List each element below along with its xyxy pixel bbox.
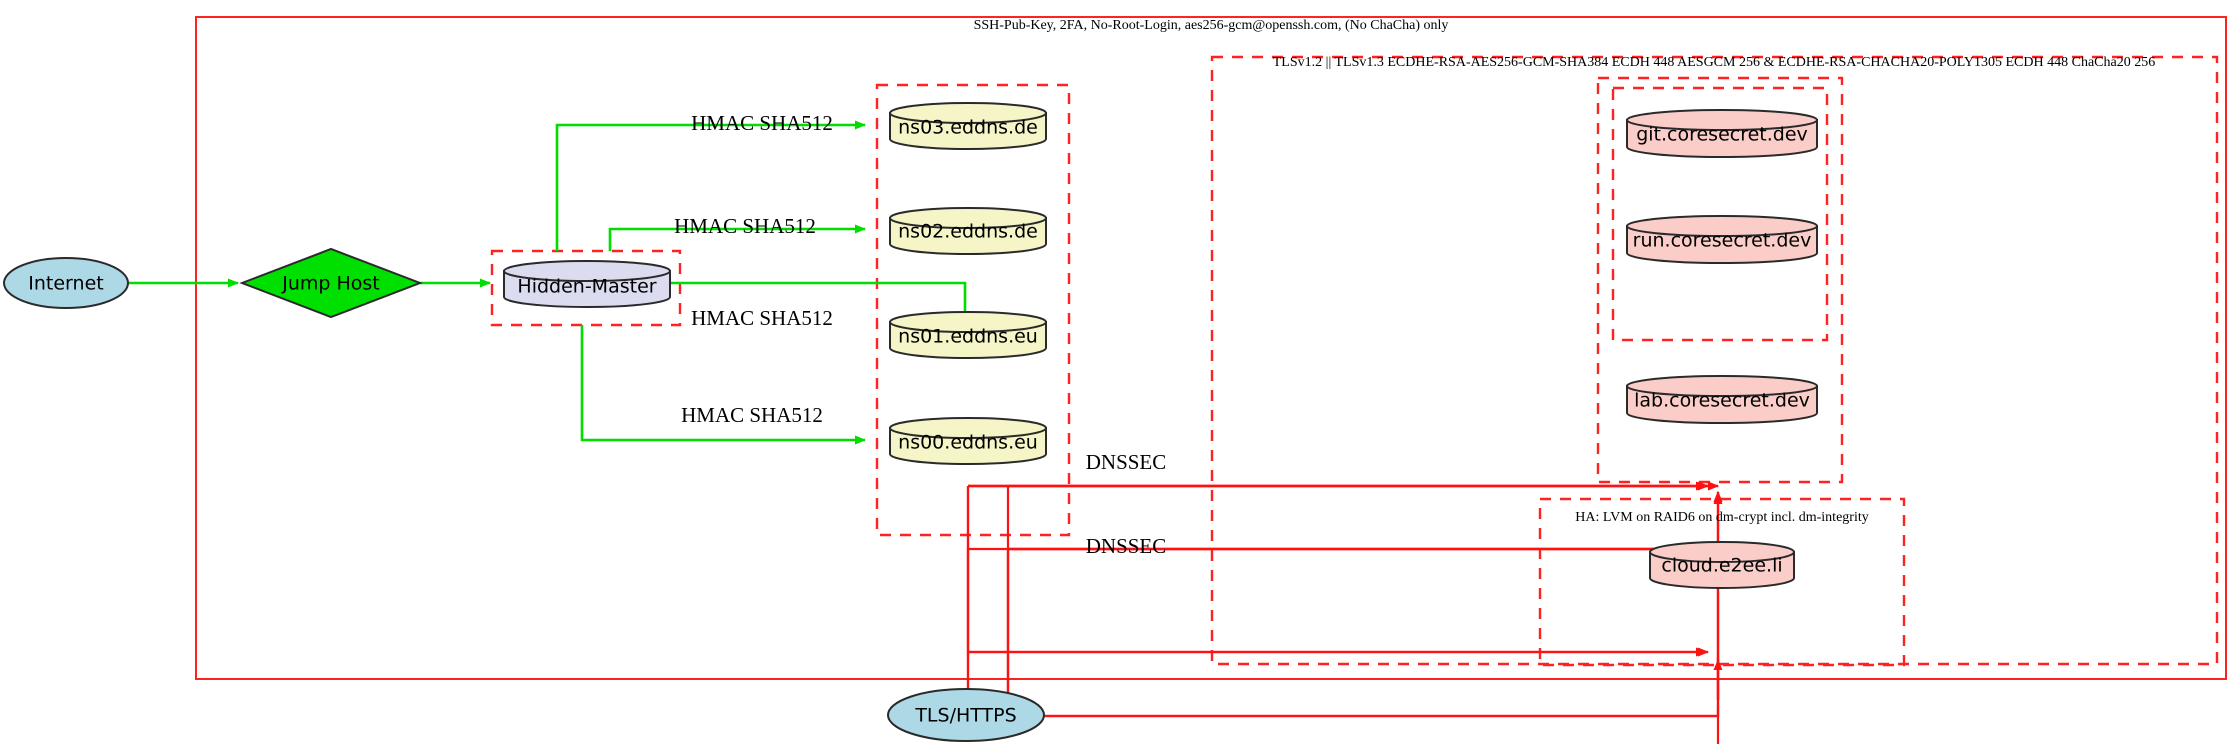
edge-master-to-ns03 [555, 120, 866, 251]
cluster-coresecret-outer [1596, 76, 1844, 484]
node-ns02-label: ns02.eddns.de [898, 221, 1038, 243]
node-run-label: run.coresecret.dev [1633, 230, 1812, 252]
node-internet-label: Internet [28, 273, 103, 295]
node-git-label: git.coresecret.dev [1636, 124, 1808, 146]
edge-label-hmac-ns00: HMAC SHA512 [681, 403, 823, 427]
edge-label-dnssec-lower: DNSSEC [1086, 534, 1167, 558]
cluster-hidden-master [490, 249, 682, 327]
edge-label-hmac-ns03: HMAC SHA512 [691, 111, 833, 135]
node-ns02[interactable]: ns02.eddns.de [889, 207, 1047, 255]
cluster-label-tls: TLSv1.2 || TLSv1.3 ECDHE-RSA-AES256-GCM-… [1273, 55, 2155, 70]
cluster-label-ssh: SSH-Pub-Key, 2FA, No-Root-Login, aes256-… [974, 18, 1449, 33]
node-cloud-label: cloud.e2ee.li [1661, 555, 1782, 577]
node-jump-host-label: Jump Host [281, 273, 380, 295]
edge-label-hmac-ns01: HMAC SHA512 [691, 306, 833, 330]
node-tls-https-label: TLS/HTTPS [914, 705, 1016, 727]
cluster-label-ha: HA: LVM on RAID6 on dm-crypt incl. dm-in… [1575, 510, 1868, 525]
edge-tls-to-cloud [966, 547, 1720, 714]
edge-master-to-ns00 [580, 325, 866, 445]
edge-label-dnssec-upper: DNSSEC [1086, 450, 1167, 474]
node-ns03[interactable]: ns03.eddns.de [889, 102, 1047, 150]
node-lab-label: lab.coresecret.dev [1634, 390, 1810, 412]
cluster-outer-ssh [195, 16, 2227, 680]
node-ns03-label: ns03.eddns.de [898, 117, 1038, 139]
node-git-coresecret[interactable]: git.coresecret.dev [1626, 109, 1818, 158]
node-internet[interactable]: Internet [3, 257, 129, 309]
node-cloud-e2ee[interactable]: cloud.e2ee.li [1649, 541, 1795, 589]
node-lab-coresecret[interactable]: lab.coresecret.dev [1626, 375, 1818, 424]
node-ns00[interactable]: ns00.eddns.eu [889, 417, 1047, 465]
node-run-coresecret[interactable]: run.coresecret.dev [1626, 215, 1818, 264]
edge-master-to-ns02 [608, 224, 866, 251]
node-ns00-label: ns00.eddns.eu [898, 432, 1038, 454]
cluster-dns-servers [875, 83, 1071, 537]
edge-master-to-ns01 [670, 281, 970, 323]
node-hidden-master[interactable]: Hidden-Master [503, 260, 671, 308]
node-ns01-label: ns01.eddns.eu [898, 326, 1038, 348]
node-jump-host[interactable]: Jump Host [239, 247, 423, 319]
edge-label-hmac-ns02: HMAC SHA512 [674, 214, 816, 238]
cluster-coresecret-inner [1611, 86, 1829, 342]
node-hidden-master-label: Hidden-Master [517, 276, 656, 298]
cluster-tls [1210, 55, 2219, 666]
node-ns01[interactable]: ns01.eddns.eu [889, 311, 1047, 359]
node-tls-https[interactable]: TLS/HTTPS [887, 688, 1045, 742]
edge-red-final [966, 481, 1723, 718]
